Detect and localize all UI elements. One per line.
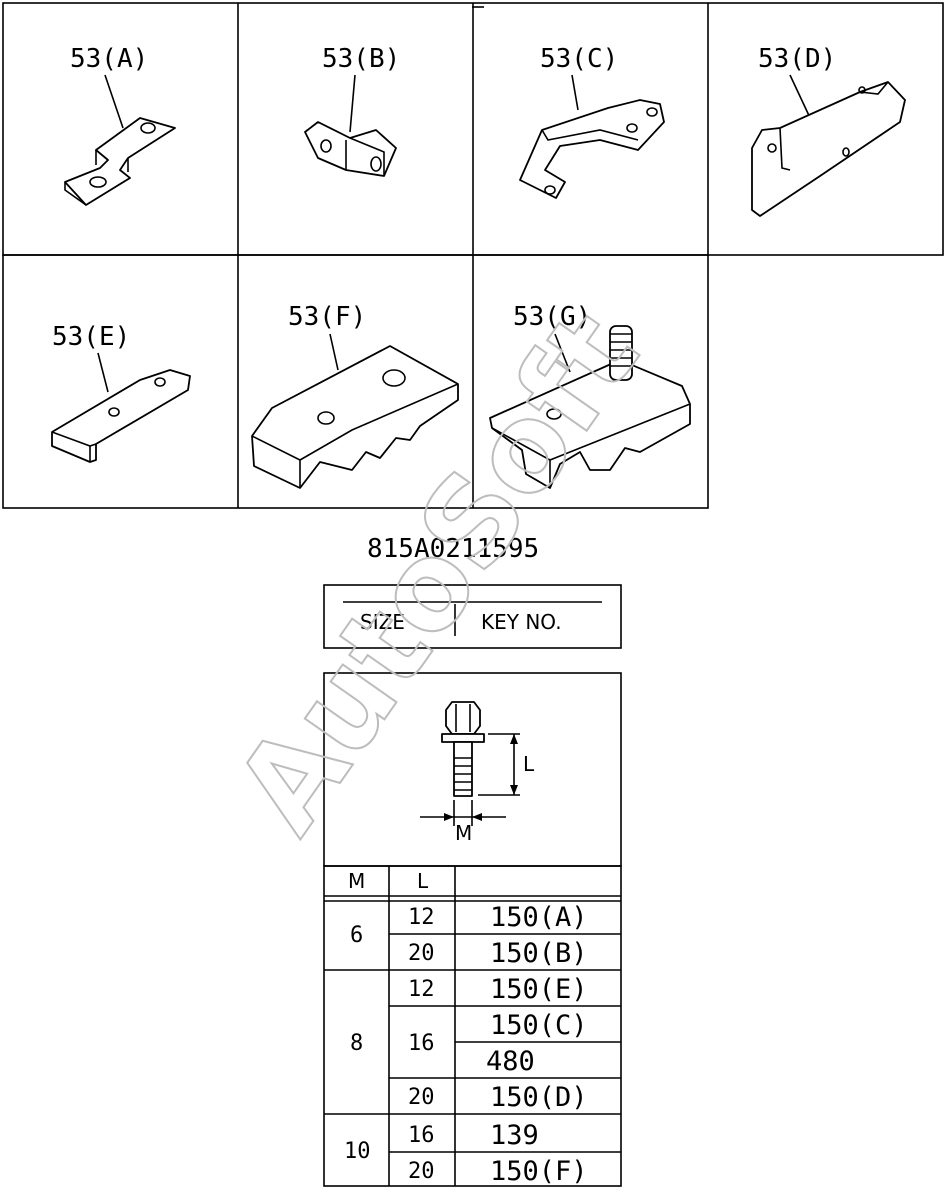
parts-grid: [2, 2, 944, 509]
leader-line: [571, 74, 579, 111]
part-53b[interactable]: 53(B): [304, 44, 400, 177]
part-label-53a: 53(A): [70, 44, 148, 74]
part-53e[interactable]: 53(E): [51, 322, 191, 463]
part-label-53e: 53(E): [52, 322, 130, 352]
bracket-b-shape: [304, 121, 397, 177]
part-label-53c: 53(C): [540, 44, 618, 74]
part-label-53g: 53(G): [513, 302, 591, 332]
part-53c[interactable]: 53(C): [519, 44, 665, 199]
l-value: 20: [408, 941, 435, 966]
part-53f[interactable]: 53(F): [251, 302, 459, 489]
length-dim-label: L: [523, 752, 535, 776]
key-number: 150(C): [490, 1010, 588, 1041]
bolt-flange: [441, 733, 485, 743]
diameter-dim-label: M: [455, 821, 472, 845]
part-label-53b: 53(B): [322, 44, 400, 74]
bracket-f-shape: [251, 345, 459, 489]
size-key-header: SIZE KEY NO.: [323, 584, 622, 649]
bracket-d-shape: [751, 81, 906, 217]
key-number: 150(A): [490, 902, 588, 933]
m-value: 6: [350, 923, 363, 948]
bolt-size-table: M L 6 8 10 12 20 12 16 20 16 20 150(A) 1…: [323, 865, 622, 1187]
header-m: M: [348, 869, 365, 893]
part-label-53f: 53(F): [288, 302, 366, 332]
bracket-c-shape: [519, 99, 665, 199]
grid-row-2-border: [2, 254, 709, 509]
leader-line: [104, 74, 124, 129]
key-number: 480: [486, 1046, 535, 1077]
bracket-e-shape: [51, 369, 191, 463]
l-value: 12: [408, 977, 435, 1002]
leader-line: [554, 333, 571, 373]
l-value: 20: [408, 1159, 435, 1184]
leader-line: [789, 74, 813, 123]
bolt-shank: [453, 741, 473, 797]
m-value: 8: [350, 1031, 363, 1056]
part-53g[interactable]: 53(G): [489, 302, 691, 489]
bracket-a-shape: [64, 117, 176, 206]
key-number: 150(F): [490, 1156, 588, 1187]
l-value: 20: [408, 1085, 435, 1110]
l-value: 12: [408, 905, 435, 930]
m-value: 10: [344, 1139, 371, 1164]
part-label-53d: 53(D): [758, 44, 836, 74]
key-number: 150(B): [490, 938, 588, 969]
key-number: 150(E): [490, 974, 588, 1005]
l-value: 16: [408, 1031, 435, 1056]
key-number: 150(D): [490, 1082, 588, 1113]
leader-line: [329, 333, 339, 371]
size-label: SIZE: [360, 610, 405, 634]
bolt-head: [445, 701, 481, 735]
header-l: L: [417, 869, 429, 893]
bracket-g-shape: [489, 359, 691, 489]
part-53a[interactable]: 53(A): [64, 44, 176, 206]
l-value: 16: [408, 1123, 435, 1148]
leader-line: [97, 352, 109, 393]
drawing-code: 815A0211595: [367, 534, 539, 564]
key-no-label: KEY NO.: [481, 610, 562, 634]
key-number: 139: [490, 1120, 539, 1151]
leader-line: [349, 74, 356, 133]
part-53d[interactable]: 53(D): [751, 44, 906, 217]
